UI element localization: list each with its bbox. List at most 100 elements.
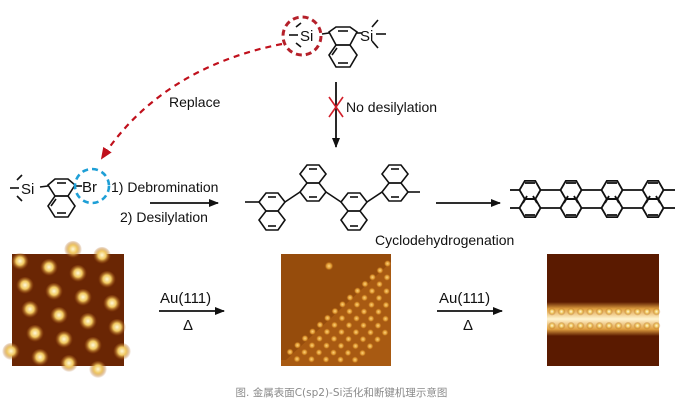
- stm-polymer-spot: [338, 314, 346, 322]
- stm-polymer-spot: [360, 308, 368, 316]
- stm-polymer-spot: [286, 348, 294, 356]
- stm-molecule-spot: [31, 349, 49, 367]
- stm-molecule-spot: [74, 289, 92, 307]
- stm-ribbon-spot: [576, 308, 585, 316]
- stm-molecule-spot: [89, 361, 107, 379]
- stm-image-monomer-assembly: [2, 241, 131, 379]
- stm-polymer-spot: [345, 321, 353, 329]
- substrate-label-2: Au(111): [439, 290, 490, 307]
- stm-polymer-spot: [324, 261, 334, 271]
- stm-polymer-spot: [381, 315, 390, 323]
- stm-molecule-spot: [103, 295, 121, 313]
- gnr-double-bond: [563, 195, 569, 204]
- stm-ribbon-spot: [643, 322, 651, 330]
- stm-ribbon-spot: [557, 322, 566, 330]
- stm-polymer-spot: [359, 321, 368, 329]
- gnr-double-bond: [645, 195, 651, 204]
- stm-polymer-spot: [337, 342, 345, 350]
- stm-molecule-spot: [93, 247, 111, 265]
- stm-polymer-spot: [368, 287, 376, 295]
- stm-molecule-spot: [55, 331, 73, 349]
- stm-molecule-spot: [84, 337, 102, 355]
- no-desilylation-label: No desilylation: [346, 99, 437, 115]
- stm-polymer-spot: [344, 349, 352, 357]
- polymer-chain: [245, 164, 420, 231]
- stm-polymer-spot: [375, 294, 383, 302]
- atom-si-left: Si: [300, 28, 313, 45]
- stm-molecule-spot: [16, 277, 34, 295]
- stm-polymer-spot: [300, 348, 309, 356]
- substrate-label-1: Au(111): [160, 290, 211, 307]
- atom-si: Si: [21, 181, 34, 198]
- stm-molecule-spot: [79, 313, 97, 331]
- stm-ribbon-spot: [643, 308, 651, 316]
- stm-polymer-spot: [316, 321, 324, 329]
- gnr-double-bond: [604, 195, 610, 204]
- stm-polymer-spot: [308, 341, 316, 349]
- stm-polymer-spot: [359, 335, 367, 343]
- stm-molecule-spot: [98, 271, 116, 289]
- naphthalene-ring-top: [327, 26, 359, 46]
- stm-polymer-spot: [367, 301, 376, 309]
- stm-polymer-spot: [382, 301, 390, 309]
- stm-molecule-spot: [21, 301, 39, 319]
- stm-polymer-spot: [337, 328, 346, 336]
- stm-polymer-spot: [351, 342, 360, 350]
- stm-ribbon-spot: [652, 308, 661, 316]
- replace-arrow: [100, 42, 283, 160]
- stm-polymer-spot: [358, 349, 367, 357]
- stm-polymer-spot: [315, 335, 324, 343]
- si-highlight-circle: [281, 15, 323, 57]
- stm-polymer-spot: [383, 260, 392, 268]
- stm-polymer-spot: [338, 300, 347, 308]
- stm-polymer-spot: [331, 307, 339, 315]
- stm-polymer-spot: [351, 356, 359, 364]
- br-highlight-circle: [73, 167, 111, 205]
- stm-polymer-spot: [346, 294, 354, 302]
- replace-label: Replace: [169, 94, 221, 110]
- graphene-nanoribbon: [510, 179, 675, 219]
- stm-ribbon-spot: [567, 308, 575, 316]
- stm-polymer-spot: [330, 321, 339, 329]
- gnr-double-bond: [522, 195, 528, 204]
- stm-ribbon-spot: [614, 322, 623, 330]
- stm-polymer-spot: [367, 315, 375, 323]
- stm-polymer-spot: [374, 322, 382, 330]
- stm-polymer-spot: [315, 348, 323, 356]
- stm-polymer-spot: [308, 328, 317, 336]
- stm-polymer-spot: [344, 335, 353, 343]
- stm-polymer-spot: [336, 356, 345, 364]
- stm-molecule-spot: [64, 241, 82, 259]
- stm-polymer-spot: [323, 328, 331, 336]
- stm-polymer-spot: [381, 329, 389, 337]
- stm-molecule-spot: [11, 253, 29, 271]
- cyclodehydrogenation-label: Cyclodehydrogenation: [375, 232, 514, 248]
- stm-polymer-spot: [376, 266, 384, 274]
- stm-image-graphene-nanoribbon: [547, 254, 661, 366]
- cross-mark-icon: [328, 96, 344, 118]
- stm-ribbon-spot: [652, 322, 661, 330]
- stm-molecule-spot: [40, 259, 58, 277]
- stm-polymer-spot: [383, 273, 391, 281]
- stm-polymer-spot: [360, 294, 369, 302]
- stm-polymer-spot: [345, 307, 354, 315]
- stm-ribbon-spot: [633, 308, 642, 316]
- stm-polymer-spot: [373, 335, 382, 343]
- stm-molecule-spot: [108, 319, 126, 337]
- stm-ribbon-spot: [548, 308, 556, 316]
- step2-label: 2) Desilylation: [120, 209, 208, 225]
- stm-ribbon-spot: [605, 308, 613, 316]
- stm-ribbon-spot: [567, 322, 575, 330]
- stm-ribbon-spot: [595, 308, 604, 316]
- stm-ribbon-spot: [586, 322, 594, 330]
- stm-molecule-spot: [45, 283, 63, 301]
- atom-si-right: Si: [360, 28, 373, 45]
- stm-polymer-spot: [352, 314, 361, 322]
- stm-polymer-spot: [293, 341, 302, 349]
- stm-image-polymer-chains: [281, 254, 392, 366]
- stm-polymer-spot: [374, 308, 383, 316]
- stm-polymer-spot: [382, 287, 391, 295]
- gnr-double-bond: [573, 195, 579, 204]
- stm-molecule-spot: [26, 325, 44, 343]
